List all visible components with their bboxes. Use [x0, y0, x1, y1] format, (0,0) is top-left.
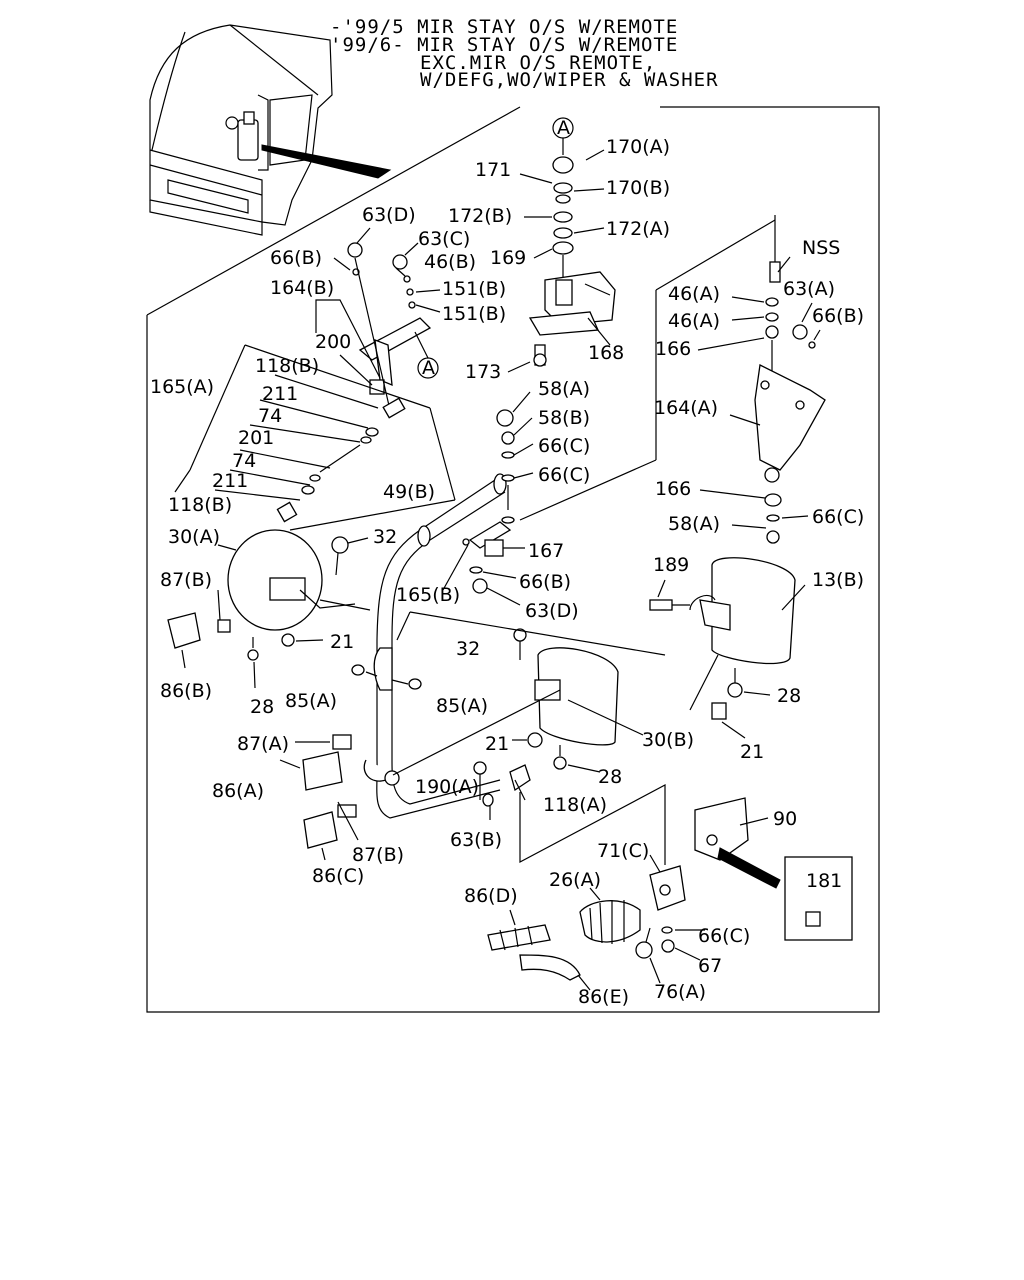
pipe-stay-49b [351, 473, 507, 819]
label-151b-1: 151(B) [442, 278, 506, 300]
label-201: 201 [238, 427, 274, 449]
label-74-2: 74 [232, 450, 256, 472]
label-86b: 86(B) [160, 680, 212, 702]
square-mirror-13b [649, 557, 806, 739]
label-66c-2: 66(C) [538, 464, 590, 486]
label-63c: 63(C) [418, 228, 470, 250]
label-86a: 86(A) [212, 780, 264, 802]
label-63d-mid: 63(D) [525, 600, 579, 622]
circle-a-marker-2: A [422, 357, 435, 379]
label-85a-1: 85(A) [285, 690, 337, 712]
label-30b: 30(B) [642, 729, 694, 751]
label-46a-1: 46(A) [668, 283, 720, 305]
label-46b: 46(B) [424, 251, 476, 273]
label-169: 169 [490, 247, 526, 269]
label-171: 171 [475, 159, 511, 181]
label-172a: 172(A) [606, 218, 670, 240]
label-166-1: 166 [655, 338, 691, 360]
square-mirror-30b [392, 611, 666, 776]
round-mirror-30a [167, 529, 371, 689]
label-118b-top: 118(B) [255, 355, 319, 377]
label-90: 90 [773, 808, 797, 830]
label-173: 173 [465, 361, 501, 383]
label-151b-2: 151(B) [442, 303, 506, 325]
rod-165a-assembly [174, 344, 456, 531]
lower-center-hardware [473, 761, 666, 865]
label-118b-bottom: 118(B) [168, 494, 232, 516]
label-58a-1: 58(A) [538, 378, 590, 400]
label-118a: 118(A) [543, 794, 607, 816]
label-66c-4: 66(C) [698, 925, 750, 947]
label-200: 200 [315, 331, 351, 353]
label-63b: 63(B) [450, 829, 502, 851]
label-168: 168 [588, 342, 624, 364]
label-66c-1: 66(C) [538, 435, 590, 457]
label-85a-2: 85(A) [436, 695, 488, 717]
label-164a: 164(A) [654, 397, 718, 419]
label-86c: 86(C) [312, 865, 364, 887]
part-labels: 170(A) 171 170(B) 172(B) 172(A) 169 63(D… [150, 136, 864, 1008]
header-line-4: W/DEFG,WO/WIPER & WASHER [420, 69, 719, 91]
label-58a-2: 58(A) [668, 513, 720, 535]
label-21-3: 21 [740, 741, 764, 763]
label-167: 167 [528, 540, 564, 562]
label-58b: 58(B) [538, 407, 590, 429]
label-21-2: 21 [485, 733, 509, 755]
label-164b: 164(B) [270, 277, 334, 299]
label-86e: 86(E) [578, 986, 629, 1008]
label-181: 181 [806, 870, 842, 892]
header-line-1: -'99/5 MIR STAY O/S W/REMOTE [330, 16, 678, 38]
label-87a: 87(A) [237, 733, 289, 755]
mirror-stay-top-assembly: A [507, 117, 616, 373]
label-74-1: 74 [258, 405, 282, 427]
label-32-1: 32 [373, 526, 397, 548]
label-49b: 49(B) [383, 481, 435, 503]
label-87b-2: 87(B) [352, 844, 404, 866]
label-28-2: 28 [777, 685, 801, 707]
label-76a: 76(A) [654, 981, 706, 1003]
header-line-2: '99/6- MIR STAY O/S W/REMOTE [330, 34, 678, 56]
label-211-1: 211 [262, 383, 298, 405]
label-46a-2: 46(A) [668, 310, 720, 332]
diagram-header: -'99/5 MIR STAY O/S W/REMOTE '99/6- MIR … [330, 16, 719, 91]
label-26a: 26(A) [549, 869, 601, 891]
label-170a: 170(A) [606, 136, 670, 158]
label-189: 189 [653, 554, 689, 576]
header-line-3: EXC.MIR O/S REMOTE, [420, 52, 656, 74]
label-190a: 190(A) [415, 776, 479, 798]
label-172b: 172(B) [448, 205, 512, 227]
bracket-164b-assembly: A [315, 227, 441, 411]
label-32-2: 32 [456, 638, 480, 660]
lower-left-covers [279, 734, 359, 861]
label-166-2: 166 [655, 478, 691, 500]
lower-right-bracket-group [487, 797, 853, 991]
circle-a-marker: A [557, 117, 570, 139]
truck-cab-illustration [149, 24, 392, 236]
label-21-1: 21 [330, 631, 354, 653]
label-66b-top: 66(B) [270, 247, 322, 269]
label-71c: 71(C) [597, 840, 649, 862]
label-63a: 63(A) [783, 278, 835, 300]
bracket-164a-assembly [519, 215, 826, 544]
label-66b-right: 66(B) [812, 305, 864, 327]
label-30a: 30(A) [168, 526, 220, 548]
label-86d: 86(D) [464, 885, 518, 907]
label-165a: 165(A) [150, 376, 214, 398]
label-87b-1: 87(B) [160, 569, 212, 591]
label-66c-3: 66(C) [812, 506, 864, 528]
diagram-frame [146, 106, 880, 1013]
label-67: 67 [698, 955, 722, 977]
center-hardware-stack [442, 391, 534, 606]
label-13b: 13(B) [812, 569, 864, 591]
label-63d-top: 63(D) [362, 204, 416, 226]
label-28-1: 28 [250, 696, 274, 718]
label-170b: 170(B) [606, 177, 670, 199]
label-66b-mid: 66(B) [519, 571, 571, 593]
label-nss: NSS [802, 237, 840, 259]
label-211-2: 211 [212, 470, 248, 492]
label-165b: 165(B) [396, 584, 460, 606]
label-28-3: 28 [598, 766, 622, 788]
